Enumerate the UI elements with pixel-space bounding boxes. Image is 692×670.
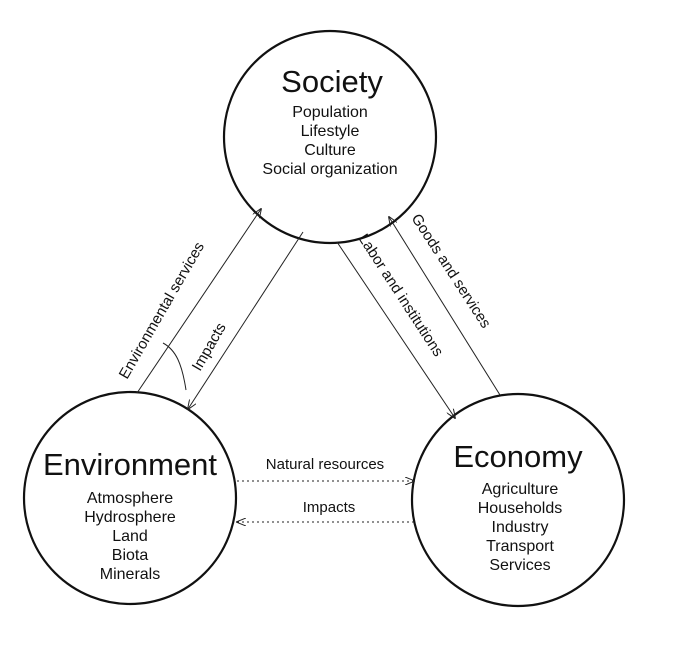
environmental-services-arrow [136, 209, 261, 394]
society-impacts-arrow [188, 231, 304, 409]
society-item-lifestyle: Lifestyle [301, 123, 360, 140]
environment-item-minerals: Minerals [100, 566, 160, 583]
economy-circle [410, 392, 626, 608]
natural-resources-label: Natural resources [266, 456, 384, 473]
economy-node: Economy Agriculture Households Industry … [410, 392, 626, 608]
society-item-social-organization: Social organization [262, 161, 397, 178]
environment-item-biota: Biota [112, 547, 149, 564]
society-impacts-label: Impacts [189, 320, 230, 374]
environment-circle [22, 390, 238, 606]
economy-item-services: Services [489, 557, 550, 574]
society-node: Society Population Lifestyle Culture Soc… [222, 29, 438, 245]
society-title: Society [281, 64, 383, 99]
economy-item-transport: Transport [486, 538, 554, 555]
society-item-culture: Culture [304, 142, 356, 159]
economy-item-households: Households [478, 500, 563, 517]
impacts-leader-curve [162, 342, 187, 391]
economy-title: Economy [453, 439, 583, 474]
labor-and-institutions-arrow [336, 241, 455, 418]
goods-and-services-arrow [389, 217, 501, 396]
society-item-population: Population [292, 104, 368, 121]
economy-item-industry: Industry [492, 519, 549, 536]
environment-item-land: Land [112, 528, 148, 545]
environment-node: Environment Atmosphere Hydrosphere Land … [22, 390, 238, 606]
society-circle [222, 29, 438, 245]
economy-item-agriculture: Agriculture [482, 481, 559, 498]
economy-impacts-label: Impacts [303, 499, 356, 516]
environment-title: Environment [43, 447, 217, 482]
environment-item-hydrosphere: Hydrosphere [84, 509, 176, 526]
environment-item-atmosphere: Atmosphere [87, 490, 173, 507]
